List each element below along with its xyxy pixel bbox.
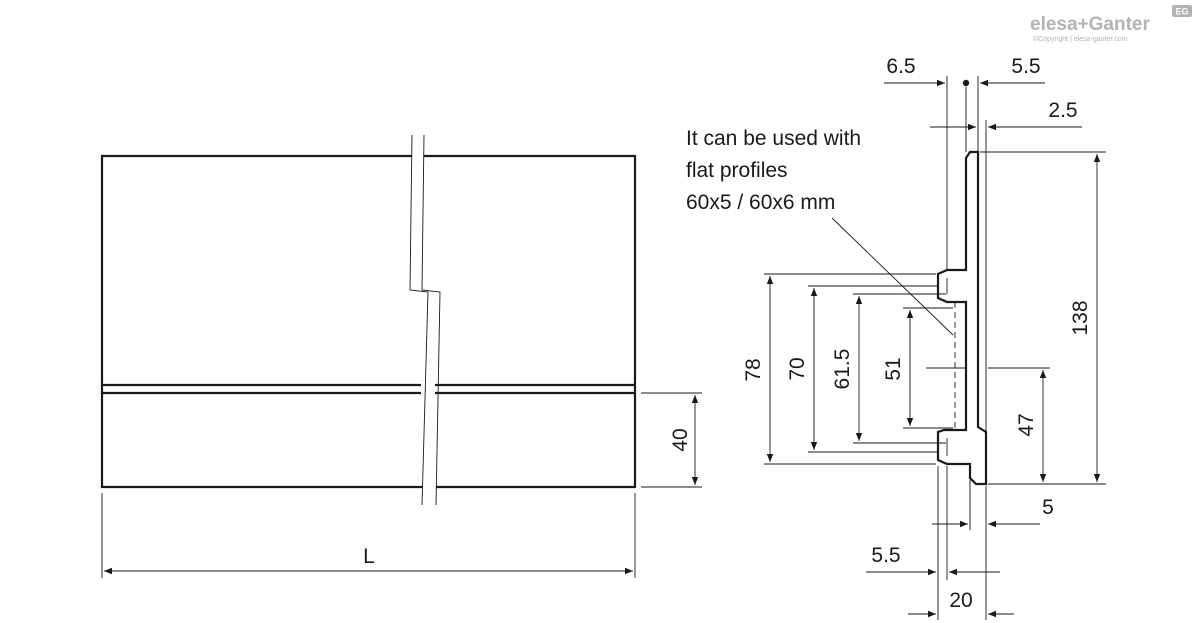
brand-badge: EG [1175,7,1188,17]
dim-5-5-bottom-label: 5.5 [871,544,900,567]
note-line-2: flat profiles [686,159,788,182]
profile-section-outline [936,150,988,486]
break-line-left [409,134,429,506]
brand-copyright: ©Copyright | elesa-ganter.com [1033,35,1128,43]
dim-5-5-label: 5.5 [1011,55,1040,78]
dim-78-label: 78 [742,358,765,381]
dim-70-label: 70 [786,357,809,380]
dim-40-label: 40 [669,428,692,451]
dim-6-5-label: 6.5 [886,55,915,78]
dim-47-label: 47 [1015,413,1038,436]
brand-logo: elesa+Ganter EG ©Copyright | elesa-gante… [1030,5,1192,43]
dim-20-label: 20 [949,589,972,612]
dim-5-label: 5 [1042,496,1054,519]
reference-point-icon [962,79,970,87]
note-line-3: 60x5 / 60x6 mm [686,191,835,214]
brand-name: elesa+Ganter [1030,14,1150,35]
front-view: L 40 [100,134,702,578]
break-line-right [421,134,441,506]
dim-2-5-label: 2.5 [1048,99,1077,122]
front-outline-left [100,154,422,489]
brand-badge-icon [1172,5,1192,17]
dim-L-label: L [363,545,375,568]
usage-note: It can be used with flat profiles 60x5 /… [686,127,954,336]
front-outline-right [424,154,637,489]
dim-138-label: 138 [1069,300,1092,335]
note-line-1: It can be used with [686,127,861,150]
note-leader-line [831,217,954,336]
section-view: 6.5 5.5 2.5 138 47 78 70 61.5 [742,55,1106,620]
dim-61-5-label: 61.5 [831,349,854,390]
dim-51-label: 51 [882,357,905,380]
